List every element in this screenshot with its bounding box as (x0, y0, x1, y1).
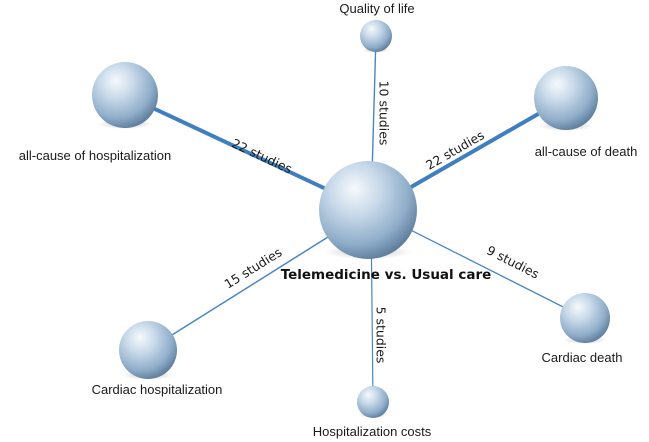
sphere-icon (119, 321, 177, 379)
label-all-cause-death: all-cause of death (535, 144, 638, 159)
node-labels: Quality of life all-cause of death all-c… (19, 1, 638, 439)
label-all-cause-hospitalization: all-cause of hospitalization (19, 148, 171, 163)
node-cardiac-hospitalization (119, 321, 177, 380)
label-cardiac-hospitalization: Cardiac hospitalization (92, 382, 223, 397)
node-center (319, 161, 417, 259)
node-all-cause-hospitalization (92, 62, 158, 129)
label-cardiac-death: Cardiac death (542, 350, 623, 365)
sphere-icon (534, 66, 598, 130)
label-center: Telemedicine vs. Usual care (281, 267, 492, 283)
edge-label-cardiac-death: 9 studies (484, 242, 541, 281)
sphere-icon (357, 386, 389, 418)
node-hospitalization-costs (357, 386, 389, 418)
edge-label-quality-of-life: 10 studies (377, 81, 392, 146)
edge-label-hospitalization-costs: 5 studies (374, 307, 389, 364)
sphere-icon (560, 293, 610, 343)
node-all-cause-death (534, 66, 598, 131)
label-quality-of-life: Quality of life (339, 1, 414, 16)
sphere-icon (319, 161, 417, 259)
sphere-icon (360, 20, 392, 52)
sphere-icon (92, 62, 158, 128)
label-hospitalization-costs: Hospitalization costs (313, 424, 432, 439)
edge-label-all-cause-hospitalization: 22 studies (229, 136, 294, 177)
nodes (92, 20, 610, 418)
node-quality-of-life (360, 20, 392, 53)
node-cardiac-death (560, 293, 610, 344)
